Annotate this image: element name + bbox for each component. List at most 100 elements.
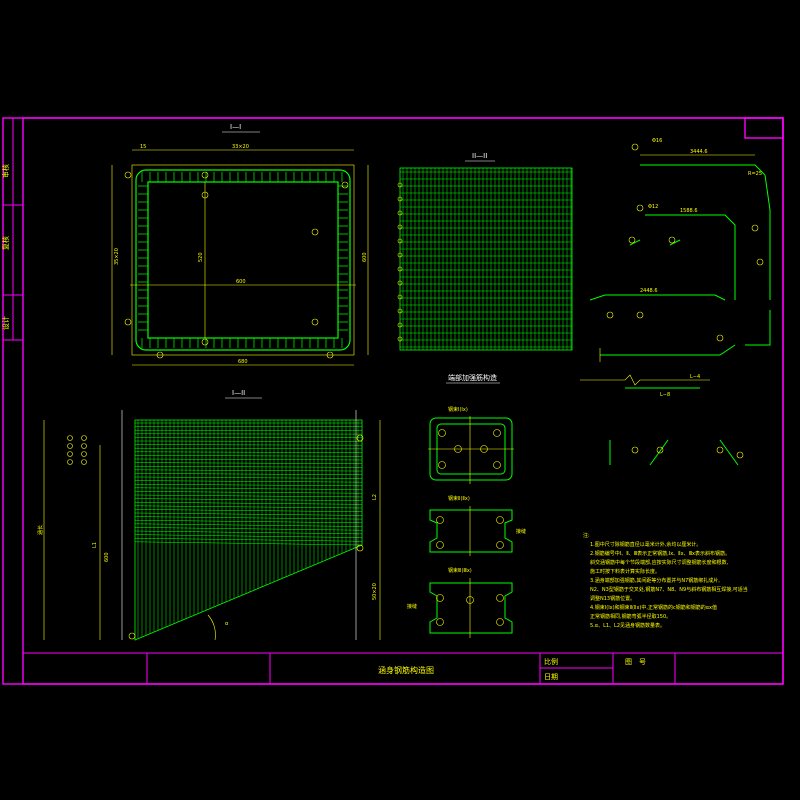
marker-circle bbox=[397, 210, 403, 216]
dim-right: 600 bbox=[362, 252, 368, 262]
grid-line bbox=[134, 465, 363, 468]
dim-side: 35×20 bbox=[114, 248, 120, 265]
marker-circle bbox=[668, 236, 676, 244]
marker-circle bbox=[454, 445, 462, 453]
grid-line bbox=[134, 451, 363, 453]
marker-circle bbox=[631, 446, 639, 454]
marker-circle bbox=[128, 632, 136, 640]
note-line: 调整N13钢筋位置。 bbox=[590, 595, 635, 602]
detail-3-label: 钢束Ⅲ(Ⅲx) bbox=[448, 567, 472, 574]
grid-line bbox=[134, 469, 363, 472]
marker-circle bbox=[81, 443, 87, 449]
section-2-title: II—II bbox=[472, 152, 487, 160]
inner-border bbox=[22, 117, 784, 685]
marker-circle bbox=[493, 429, 501, 437]
dim-right-bottom: 50×20 bbox=[372, 583, 378, 600]
dim-l2: L2 bbox=[372, 494, 378, 500]
marker-circle bbox=[397, 252, 403, 258]
elevation-view: I—II 涵长 L1 L2 600 50×20 α bbox=[37, 389, 381, 641]
title-block: 涵身钢筋构造图 比例 日期 图 号 bbox=[23, 652, 783, 684]
dim-top-mid: 33×20 bbox=[232, 144, 249, 150]
note-line: 正常钢筋相同,钢筋弯弧半径取150。 bbox=[590, 613, 671, 620]
grid-line bbox=[134, 473, 363, 476]
date-label: 日期 bbox=[544, 673, 558, 681]
dim-bottom: 680 bbox=[238, 359, 248, 365]
dim-small: 15 bbox=[140, 144, 146, 150]
sub-title: 端部加强筋构造 bbox=[448, 373, 497, 382]
side-label-design: 设计 bbox=[1, 316, 10, 330]
tag-a: 接缝 bbox=[516, 528, 526, 535]
grid-line bbox=[134, 480, 363, 483]
grid-line bbox=[134, 483, 363, 487]
len-3: 2448.6 bbox=[640, 288, 658, 294]
marker-circle bbox=[67, 451, 73, 457]
drawing-title: 涵身钢筋构造图 bbox=[378, 665, 434, 675]
marker-circle bbox=[81, 451, 87, 457]
marker-circle bbox=[751, 224, 759, 232]
grid-line bbox=[134, 501, 363, 505]
marker-circle bbox=[493, 461, 501, 469]
marker-circle bbox=[436, 516, 444, 524]
marker-circle bbox=[201, 338, 209, 346]
grid-line bbox=[134, 527, 363, 531]
len-4: L−4 bbox=[690, 374, 700, 380]
marker-circle bbox=[756, 258, 764, 266]
dia-2: Φ16 bbox=[652, 138, 662, 144]
grid-line bbox=[134, 462, 363, 464]
notes-heading: 注: bbox=[583, 532, 590, 539]
detail-2-label: 钢束Ⅱ(Ⅱx) bbox=[448, 495, 470, 502]
marker-circle bbox=[356, 544, 364, 552]
grid-line bbox=[134, 494, 363, 498]
marker-circle bbox=[397, 224, 403, 230]
len-5: L−8 bbox=[660, 392, 670, 398]
dim-inner-h: 520 bbox=[198, 252, 204, 262]
side-label-review: 审核 bbox=[1, 164, 10, 178]
marker-circle bbox=[397, 336, 403, 342]
note-line: 4.钢束Ⅰ(Ⅰx)和钢束Ⅱ(Ⅱx)中,正常钢筋的c钢筋和钢筋的αx值 bbox=[590, 604, 717, 611]
marker-circle bbox=[736, 451, 744, 459]
dim-total: 涵长 bbox=[37, 525, 44, 535]
marker-circle bbox=[438, 429, 446, 437]
marker-circle bbox=[397, 196, 403, 202]
marker-circle bbox=[436, 541, 444, 549]
grid-line bbox=[134, 498, 363, 501]
marker-circle bbox=[438, 461, 446, 469]
end-details: 端部加强筋构造 钢束Ⅰ(Ⅰx) 钢束Ⅱ(Ⅱx) 接缝 钢束Ⅲ(Ⅲx) 接缝 bbox=[407, 373, 526, 638]
marker-circle bbox=[466, 596, 474, 604]
grid-line bbox=[134, 512, 363, 516]
notes: 注: 1.图中尺寸除钢筋直径以毫米计外,余均以厘米计。 2.钢筋编号中Ⅰ、Ⅱ、Ⅲ… bbox=[583, 532, 748, 629]
marker-circle bbox=[311, 318, 319, 326]
marker-circle bbox=[81, 435, 87, 441]
marker-circle bbox=[436, 618, 444, 626]
grid-line bbox=[134, 505, 363, 509]
marker-circle bbox=[67, 435, 73, 441]
side-panel: 审核 复核 设计 bbox=[1, 118, 23, 341]
marker-circle bbox=[496, 618, 504, 626]
marker-circle bbox=[341, 181, 349, 189]
marker-circle bbox=[397, 238, 403, 244]
marker-circle bbox=[397, 182, 403, 188]
rebar-shapes: 3444.6 1588.6 2448.6 L−4 L−8 R=25 Φ12 Φ1… bbox=[580, 138, 771, 466]
marker-circle bbox=[631, 143, 639, 151]
marker-circle bbox=[201, 191, 209, 199]
marker-circle bbox=[397, 294, 403, 300]
marker-circle bbox=[156, 351, 164, 359]
marker-circle bbox=[397, 266, 403, 272]
grid-line bbox=[134, 458, 363, 461]
grid-line bbox=[134, 509, 363, 512]
marker-circle bbox=[81, 459, 87, 465]
grid-line bbox=[134, 444, 363, 446]
marker-circle bbox=[636, 204, 644, 212]
detail-1-label: 钢束Ⅰ(Ⅰx) bbox=[448, 406, 468, 413]
marker-circle bbox=[67, 443, 73, 449]
len-1: 3444.6 bbox=[690, 149, 708, 155]
marker-circle bbox=[496, 594, 504, 602]
marker-circle bbox=[124, 318, 132, 326]
marker-circle bbox=[606, 311, 614, 319]
dim-l1: L1 bbox=[92, 542, 98, 548]
marker-circle bbox=[397, 322, 403, 328]
note-line: 2.钢筋编号中Ⅰ、Ⅱ、Ⅲ表示正常钢筋,Ⅰx、Ⅱx、Ⅲx表示斜布钢筋。 bbox=[590, 550, 730, 557]
grid-line bbox=[134, 487, 363, 490]
elevation-title: I—II bbox=[232, 389, 245, 397]
marker-circle bbox=[628, 236, 636, 244]
